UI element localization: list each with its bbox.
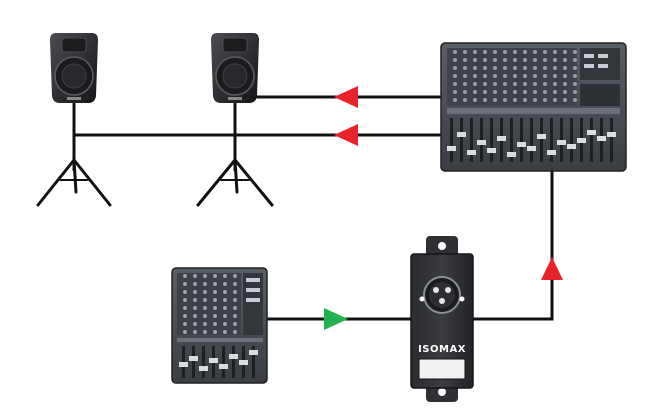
xlr-connector-icon: [419, 276, 465, 314]
green-arrow-right: [324, 308, 348, 330]
isolator-label: ISOMAX: [418, 344, 466, 355]
speaker-grille-top: [61, 37, 87, 53]
red-arrow-left-upper: [334, 86, 358, 108]
arrows: [324, 86, 563, 330]
isolator-label-plate: [418, 358, 466, 380]
small-mixer: [171, 267, 268, 384]
cable-isolator-to-mixer: [468, 168, 554, 321]
tripod-stand: [36, 102, 112, 207]
red-arrow-left-lower: [334, 124, 358, 146]
red-arrow-up: [541, 257, 563, 280]
isolator-box: ISOMAX: [410, 236, 474, 402]
speaker-right: [196, 33, 274, 207]
speaker-left: [36, 33, 112, 207]
tripod-stand: [196, 102, 274, 207]
main-mixer: [440, 42, 627, 172]
speaker-grille-top: [222, 37, 248, 53]
